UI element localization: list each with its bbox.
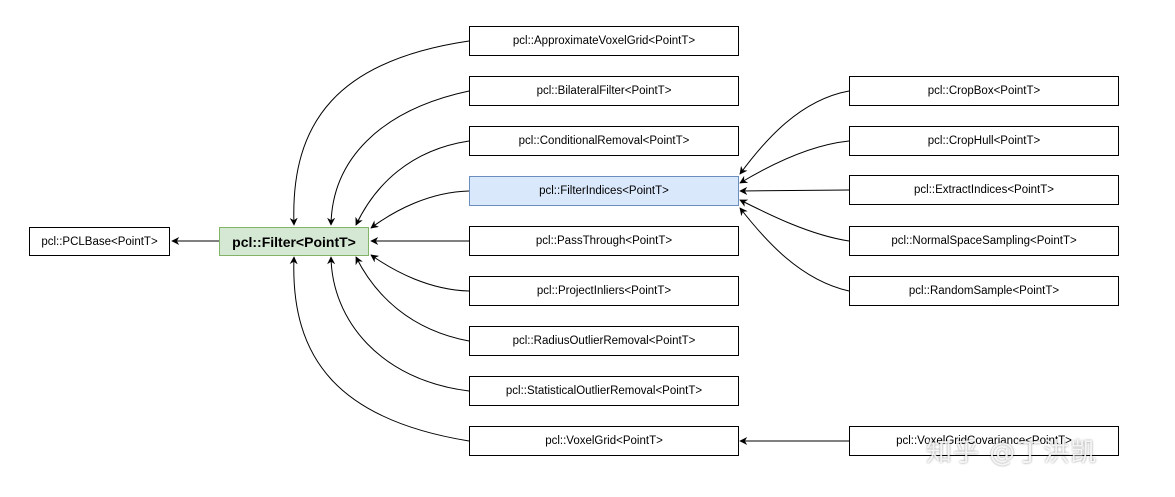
node-filter-indices: pcl::FilterIndices<PointT> <box>469 176 739 206</box>
edge-approx-voxel-grid-to-filter <box>289 40 470 226</box>
watermark: 知乎 @丁洪凯 <box>926 438 1098 468</box>
node-radius-outlier-removal: pcl::RadiusOutlierRemoval<PointT> <box>469 326 739 356</box>
node-extract-indices: pcl::ExtractIndices<PointT> <box>849 175 1119 205</box>
node-voxel-grid: pcl::VoxelGrid<PointT> <box>469 426 739 456</box>
edge-crop-box-to-filter-indices <box>739 90 850 175</box>
node-pass-through: pcl::PassThrough<PointT> <box>469 226 739 256</box>
node-approximate-voxel-grid: pcl::ApproximateVoxelGrid<PointT> <box>469 26 739 56</box>
node-random-sample: pcl::RandomSample<PointT> <box>849 276 1119 306</box>
node-filter: pcl::Filter<PointT> <box>219 227 369 256</box>
edge-crop-hull-to-filter-indices <box>739 140 850 184</box>
edge-project-inliers-to-filter <box>370 254 470 292</box>
edge-extract-indices-to-filter-indices <box>739 186 850 195</box>
node-crop-box: pcl::CropBox<PointT> <box>849 76 1119 106</box>
edge-bilateral-to-filter <box>327 90 470 226</box>
edge-normal-space-sampling-to-filter-indices <box>739 199 850 242</box>
edge-radius-outlier-to-filter <box>355 256 470 342</box>
node-project-inliers: pcl::ProjectInliers<PointT> <box>469 276 739 306</box>
edge-random-sample-to-filter-indices <box>739 207 850 292</box>
node-crop-hull: pcl::CropHull<PointT> <box>849 126 1119 156</box>
node-voxel-grid-covariance: pcl::VoxelGridCovariance<PointT> <box>849 426 1119 456</box>
node-pclbase: pcl::PCLBase<PointT> <box>29 227 170 256</box>
edge-statistical-outlier-to-filter <box>327 256 470 392</box>
node-conditional-removal: pcl::ConditionalRemoval<PointT> <box>469 126 739 156</box>
edge-voxel-grid-to-filter <box>289 256 470 442</box>
node-normal-space-sampling: pcl::NormalSpaceSampling<PointT> <box>849 226 1119 256</box>
node-bilateral-filter: pcl::BilateralFilter<PointT> <box>469 76 739 106</box>
node-statistical-outlier-removal: pcl::StatisticalOutlierRemoval<PointT> <box>469 376 739 406</box>
edge-filter-indices-to-filter <box>370 190 470 229</box>
edge-conditional-removal-to-filter <box>355 140 470 226</box>
